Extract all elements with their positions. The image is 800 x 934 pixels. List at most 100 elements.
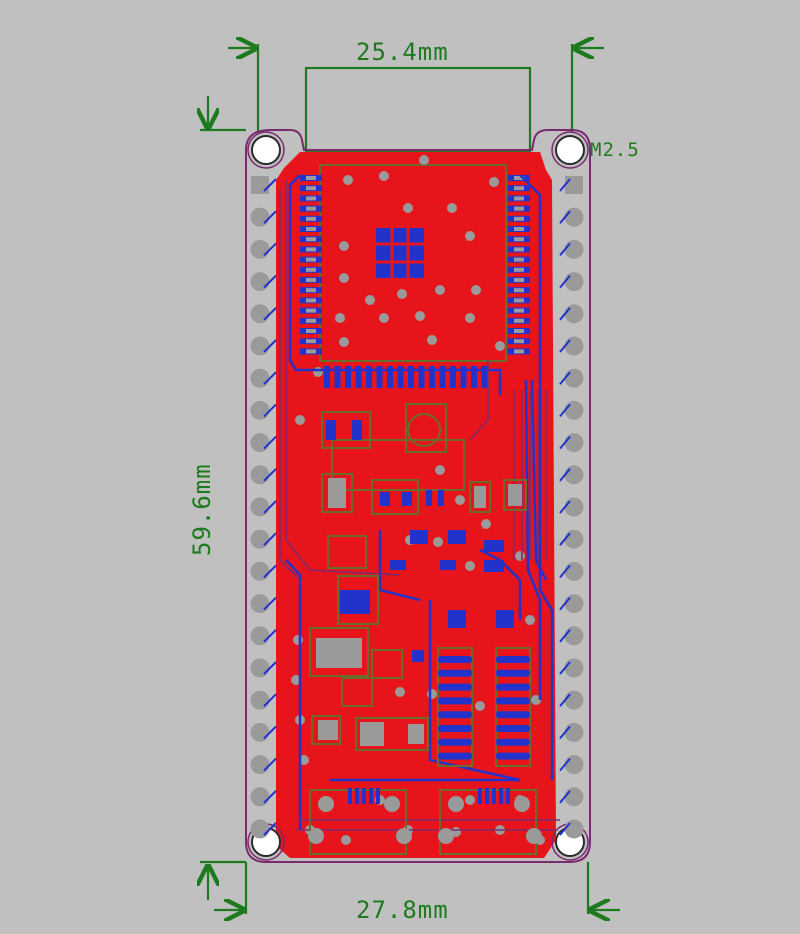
connector-shield-pad	[438, 828, 454, 844]
header-pin	[250, 755, 270, 775]
via	[403, 203, 413, 213]
via	[295, 415, 305, 425]
pin-trace	[263, 178, 277, 192]
pin-trace	[263, 274, 277, 289]
connector-pin	[369, 788, 373, 804]
pin-trace	[559, 435, 571, 450]
module-pad-core	[514, 206, 524, 211]
module-pad	[324, 366, 330, 388]
module-pad-core	[306, 237, 316, 242]
module-pad	[387, 366, 393, 388]
header-pin	[250, 626, 270, 646]
via	[415, 311, 425, 321]
module-pad-core	[306, 267, 316, 272]
via	[465, 231, 475, 241]
connector-pin	[376, 788, 380, 804]
via	[465, 561, 475, 571]
via	[435, 285, 445, 295]
connector-pin	[499, 788, 503, 804]
connector-pin	[362, 788, 366, 804]
header-pin	[564, 207, 584, 227]
usb-connector-pads	[308, 788, 542, 844]
ic-pad	[496, 683, 530, 691]
pin-trace	[263, 596, 277, 611]
header-pin	[564, 497, 584, 517]
module-pad-core	[514, 186, 524, 191]
via	[481, 519, 491, 529]
pin-trace	[263, 693, 277, 707]
module-pad-core	[306, 349, 316, 354]
connector-pin	[506, 788, 510, 804]
pin-trace	[559, 371, 571, 385]
module-pad	[460, 366, 467, 388]
pin-trace	[263, 242, 277, 257]
pin-trace	[263, 564, 277, 579]
left-header-pins	[250, 176, 277, 839]
module-pad-core	[306, 247, 316, 252]
header-pin	[250, 239, 270, 259]
header-pin	[564, 433, 584, 453]
via	[293, 635, 303, 645]
via	[419, 155, 429, 165]
header-pin	[564, 819, 584, 839]
connector-shield-pad	[384, 796, 400, 812]
module-pad-core	[514, 298, 524, 303]
via	[495, 341, 505, 351]
header-pin	[250, 400, 270, 420]
module-pad	[481, 366, 488, 388]
via	[427, 335, 437, 345]
via	[379, 313, 389, 323]
pin-trace	[559, 403, 571, 418]
header-pin	[250, 497, 270, 517]
connector-shield-pad	[308, 828, 324, 844]
header-pin	[564, 658, 584, 678]
connector-shield-pad	[396, 828, 412, 844]
via	[427, 689, 437, 699]
pin-trace	[559, 757, 571, 772]
via	[339, 273, 349, 283]
via	[397, 289, 407, 299]
via	[339, 241, 349, 251]
module-pad-core	[306, 216, 316, 221]
pin-trace	[559, 596, 571, 611]
connector-pin	[478, 788, 482, 804]
pin-trace	[263, 532, 277, 546]
via	[471, 285, 481, 295]
module-pad-core	[514, 278, 524, 282]
ic-pad	[438, 711, 472, 719]
connector-shield-pad	[514, 796, 530, 812]
via	[531, 695, 541, 705]
header-pin	[564, 561, 584, 581]
via	[299, 755, 309, 765]
pin-trace	[559, 564, 571, 579]
connector-shield-pad	[448, 796, 464, 812]
header-pin	[250, 722, 270, 742]
header-pin	[564, 368, 584, 388]
module-pad	[471, 366, 477, 388]
rf-module-footprint	[300, 164, 530, 388]
header-pin	[564, 594, 584, 614]
pin-trace	[263, 661, 277, 675]
via	[525, 615, 535, 625]
pin-trace	[559, 242, 571, 257]
connector-pin	[348, 788, 352, 804]
module-pad	[418, 366, 425, 388]
vias	[291, 155, 545, 845]
via	[465, 313, 475, 323]
module-pad-core	[514, 329, 524, 333]
ic-pad	[438, 738, 472, 746]
module-pad-core	[306, 318, 316, 323]
via	[291, 675, 301, 685]
ic-pad	[496, 752, 530, 760]
module-pad-core	[514, 237, 524, 242]
connector-pin	[485, 788, 489, 804]
module-pad-core	[514, 288, 524, 293]
pin-trace	[559, 210, 571, 224]
header-pin	[250, 433, 270, 453]
dimension-bottom-width: 27.8mm	[356, 896, 449, 924]
header-pin	[250, 272, 270, 292]
ic-pads	[438, 656, 530, 760]
header-pin	[250, 368, 270, 388]
connector-shield-pad	[526, 828, 542, 844]
